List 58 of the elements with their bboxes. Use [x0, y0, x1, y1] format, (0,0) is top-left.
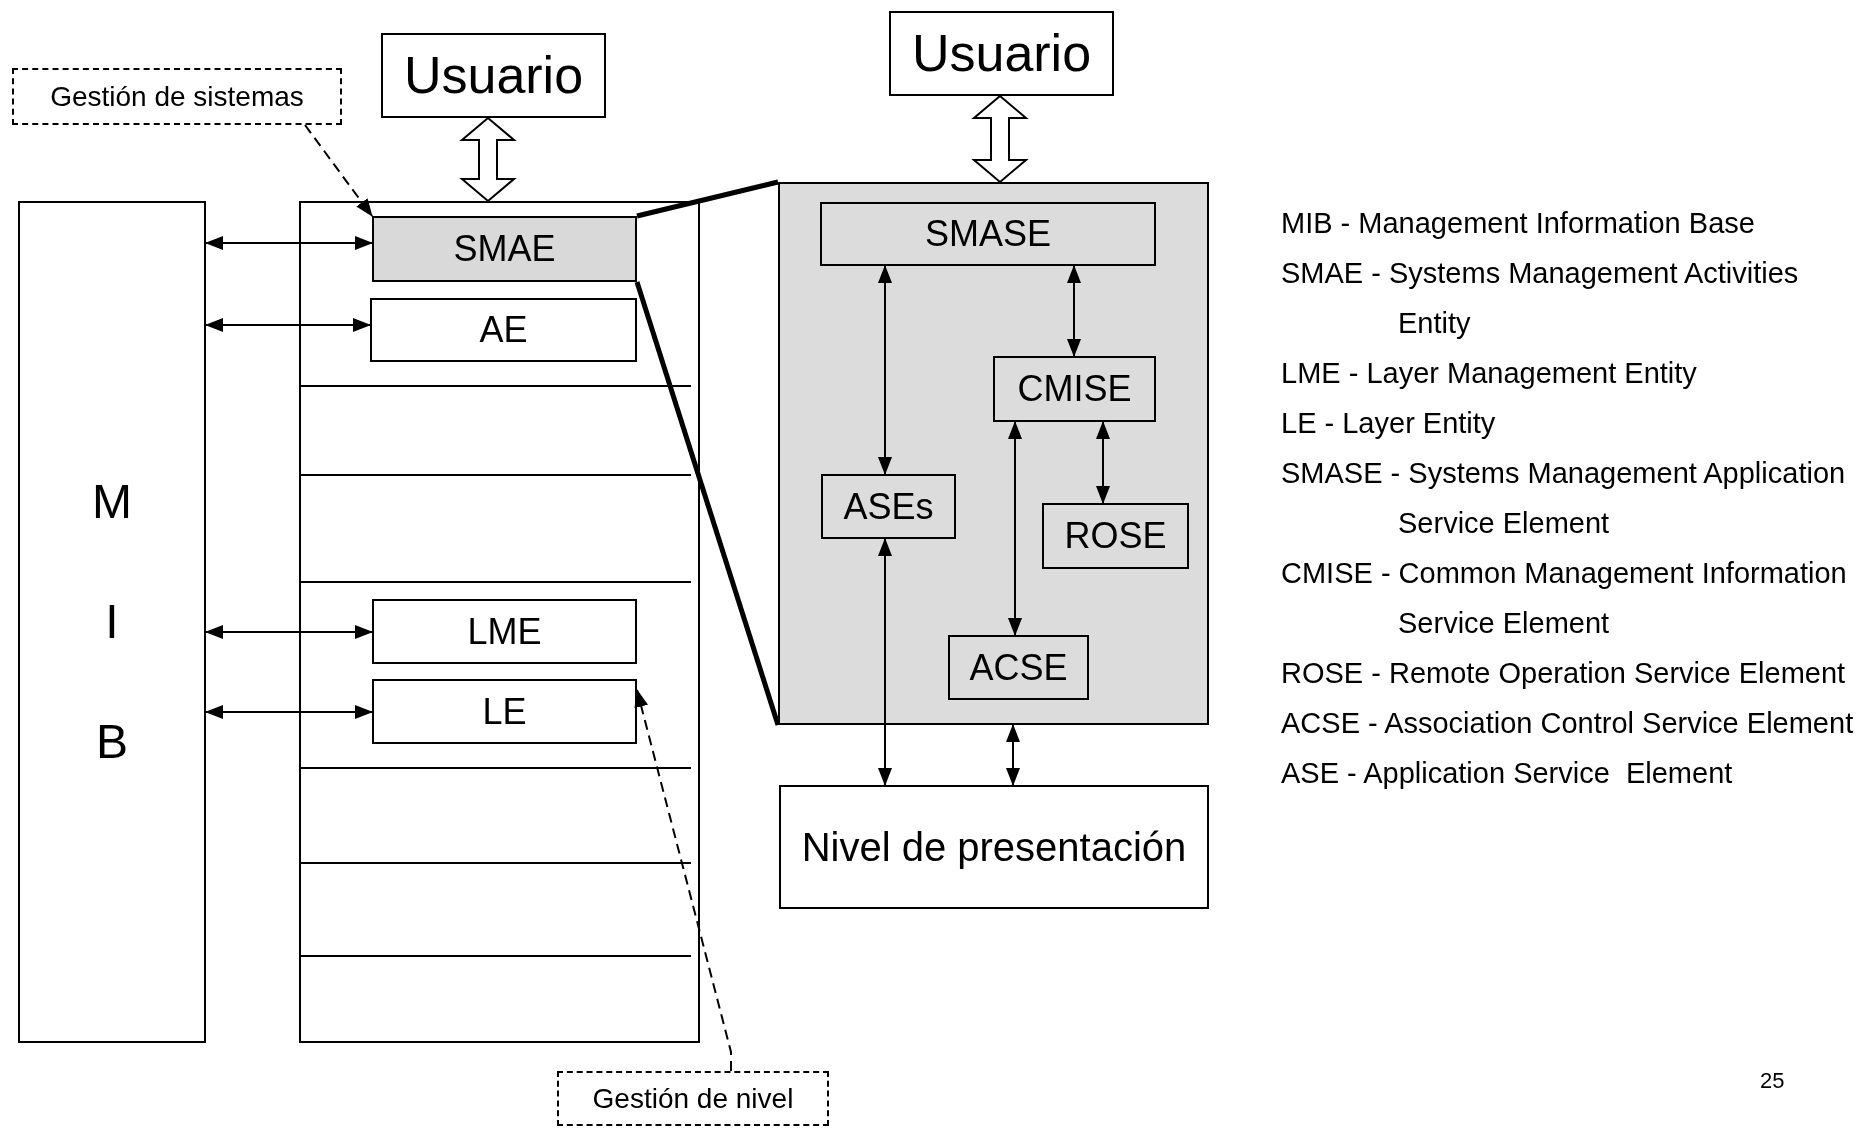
page-number: 25	[1760, 1068, 1785, 1094]
arrow	[205, 705, 373, 719]
expanded-panel	[778, 182, 1209, 725]
definition-text: ASE - Application Service Element	[1281, 756, 1734, 791]
zoom-line	[636, 179, 779, 219]
process-box	[821, 474, 956, 539]
process-box	[372, 679, 637, 744]
definition-text: LE - Layer Entity	[1281, 406, 1497, 441]
leader-line	[304, 124, 373, 217]
layer-stack	[299, 201, 700, 1043]
leader-line	[634, 689, 732, 1072]
process-box	[372, 599, 637, 664]
process-box	[370, 298, 637, 362]
arrow	[1008, 421, 1022, 636]
box-label: CMISE	[1017, 367, 1132, 411]
arrow	[205, 318, 371, 332]
process-box	[993, 356, 1156, 422]
definition-text: SMAE - Systems Management Activities Entity	[1281, 256, 1800, 341]
box-label: ACSE	[969, 645, 1068, 690]
box-label: Usuario	[911, 23, 1092, 85]
arrow	[878, 265, 892, 475]
double-arrow	[971, 94, 1029, 184]
box-label: AE	[479, 308, 528, 352]
definition-text: MIB - Management Information Base	[1281, 206, 1756, 241]
zoom-line	[634, 281, 781, 726]
process-box	[889, 11, 1114, 96]
box-label: ASEs	[843, 484, 934, 529]
note-box	[557, 1071, 829, 1126]
arrow	[1006, 724, 1020, 786]
double-arrow	[459, 116, 517, 203]
arrow	[205, 236, 373, 250]
arrow	[1096, 421, 1110, 504]
box-label: LME	[467, 609, 542, 654]
process-box	[372, 216, 637, 282]
box-label: Gestión de sistemas	[50, 79, 304, 114]
definition-text: ROSE - Remote Operation Service Element	[1281, 656, 1847, 691]
box-label: Usuario	[403, 45, 584, 107]
box-label: LE	[482, 689, 527, 734]
process-box	[948, 635, 1089, 700]
process-box	[820, 202, 1156, 266]
box-label: SMAE	[453, 227, 556, 271]
process-box	[1042, 503, 1189, 569]
box-label: Gestión de nivel	[592, 1081, 794, 1116]
mib-column	[18, 201, 206, 1043]
note-box	[12, 68, 342, 125]
process-box	[381, 33, 606, 118]
box-label: M I B	[92, 474, 132, 770]
arrow	[1067, 265, 1081, 357]
definition-text: ACSE - Association Control Service Element	[1281, 706, 1855, 741]
process-box	[779, 785, 1209, 909]
definition-text: CMISE - Common Management Information Service Element	[1281, 556, 1848, 641]
arrow	[205, 625, 373, 639]
box-label: SMASE	[924, 212, 1051, 256]
arrow	[878, 538, 892, 786]
definition-text: LME - Layer Management Entity	[1281, 356, 1698, 391]
definition-text: SMASE - Systems Management Application Service Element	[1281, 456, 1847, 541]
box-label: ROSE	[1064, 514, 1167, 558]
box-label: Nivel de presentación	[801, 824, 1187, 871]
